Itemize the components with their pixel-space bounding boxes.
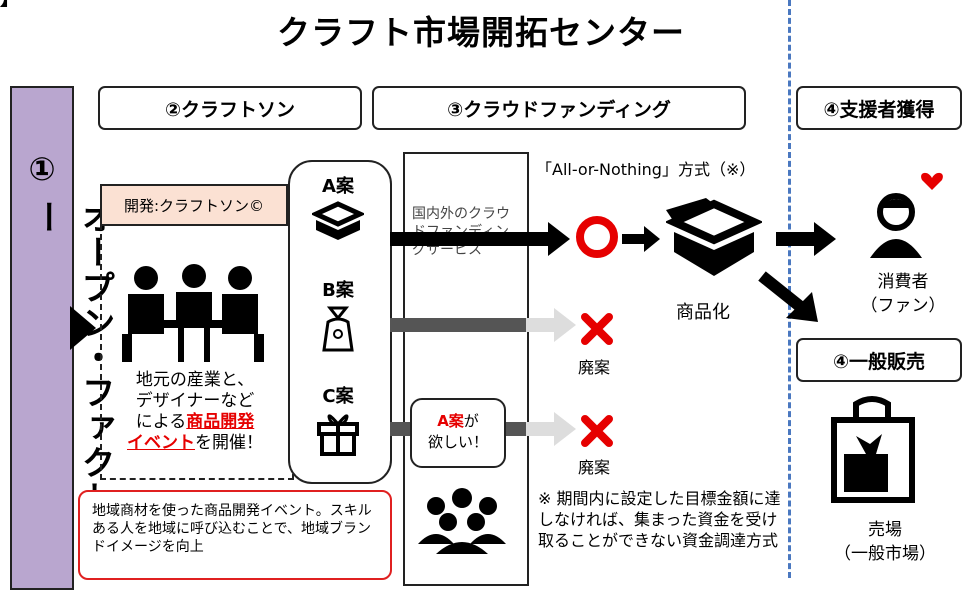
event-highlight-event: イベント	[127, 433, 195, 453]
plan-b-label: B案	[322, 280, 354, 301]
header-crowdfunding-label: ③クラウドファンディング	[447, 98, 671, 121]
method-label: 「All-or-Nothing」方式（※）	[536, 160, 756, 179]
consumer-labels: 消費者 （ファン）	[848, 270, 958, 318]
corner-bracket: 】	[0, 0, 20, 11]
arrow-to-consumer-shaft	[776, 232, 816, 246]
event-highlight-product-dev: 商品開発	[186, 412, 255, 432]
header-general-sales-label: ④一般販売	[832, 350, 926, 373]
box-icon	[312, 201, 364, 240]
discard-label-c: 廃案	[578, 458, 611, 477]
arrow-c-head-icon	[554, 412, 576, 446]
store-label: 売場	[868, 520, 902, 540]
event-summary-bubble: 地域商材を使った商品開発イベント。スキルある人を地域に呼び込むことで、地域ブラン…	[78, 490, 392, 580]
bag-icon	[322, 306, 354, 352]
arrow-b-fade	[526, 318, 556, 332]
consumer-icon	[870, 172, 943, 258]
arrow-to-consumer-head-icon	[814, 222, 836, 256]
header-supporters-label: ④支援者獲得	[823, 98, 935, 121]
arrow-b-shaft	[390, 318, 530, 332]
discard-label-b: 廃案	[578, 358, 611, 377]
event-summary-text: 地域商材を使った商品開発イベント。スキルある人を地域に呼び込むことで、地域ブラン…	[92, 503, 372, 555]
header-crafthon-label: ②クラフトソン	[164, 98, 296, 121]
product-box-icon	[666, 198, 762, 276]
circle-ok-icon	[576, 216, 618, 258]
arrow-to-product-shaft	[622, 234, 646, 244]
crowdfunding-column	[403, 152, 529, 586]
header-supporters: ④支援者獲得	[796, 86, 962, 130]
arrow-c-fade	[526, 422, 556, 436]
header-crowdfunding: ③クラウドファンディング	[372, 86, 746, 130]
commercialize-label: 商品化	[676, 302, 730, 323]
vertical-divider	[788, 0, 791, 578]
want-highlight: A案	[437, 412, 464, 430]
arrow-a-head-icon	[548, 222, 570, 256]
arrow-to-sales-icon	[758, 271, 818, 322]
gift-icon	[317, 414, 359, 456]
plan-a-label: A案	[322, 176, 354, 197]
consumer-label: 消費者	[877, 272, 929, 292]
want-line-2: 欲しい！	[427, 433, 488, 451]
general-market-label: （一般市場）	[834, 544, 936, 564]
fan-label: （ファン）	[860, 296, 946, 316]
left-panel-number: ①	[28, 150, 56, 188]
shopping-bag-icon	[831, 396, 915, 503]
dev-label-text: 開発:クラフトソン©	[123, 196, 265, 215]
header-general-sales: ④一般販売	[796, 338, 962, 382]
plan-c-label: C案	[322, 386, 354, 407]
cross-icon	[581, 313, 613, 345]
event-line-2: デザイナーなど	[135, 391, 255, 411]
arrow-b-head-icon	[554, 308, 576, 342]
event-description: 地元の産業と、 デザイナーなど による商品開発 イベントを開催！	[100, 370, 290, 454]
event-line-3-prefix: による	[135, 412, 187, 432]
store-labels: 売場 （一般市場）	[820, 518, 950, 566]
want-suffix: が	[463, 412, 479, 430]
event-line-1: 地元の産業と、	[135, 370, 255, 390]
dev-label: 開発:クラフトソン©	[100, 184, 288, 226]
crowd-icon	[418, 488, 506, 554]
arrow-a-shaft	[390, 232, 550, 246]
arrow-to-product-head-icon	[644, 226, 660, 252]
cross-icon	[581, 415, 613, 447]
note-text: ※ 期間内に設定した目標金額に達しなければ、集まった資金を受け取ることができない…	[538, 489, 781, 550]
want-bubble: A案が 欲しい！	[410, 398, 506, 468]
header-crafthon: ②クラフトソン	[98, 86, 362, 130]
event-line-4-suffix: を開催！	[195, 433, 263, 453]
page-title: クラフト市場開拓センター	[277, 13, 685, 52]
left-arrow-icon	[70, 306, 96, 350]
meeting-icon	[122, 264, 264, 362]
